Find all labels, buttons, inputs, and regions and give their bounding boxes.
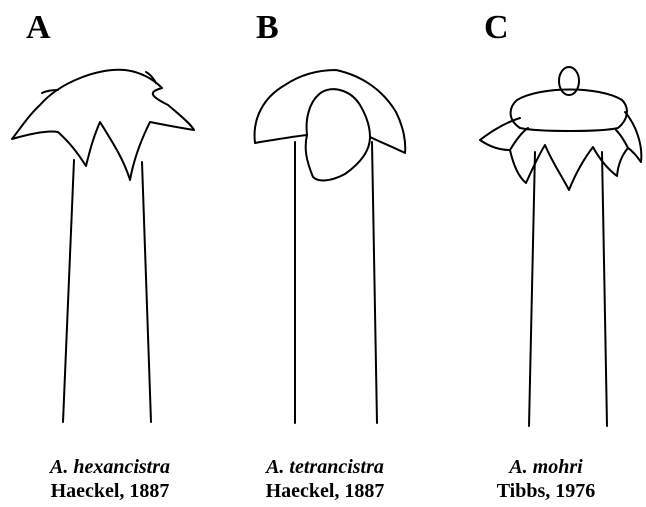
spine-c-shaft-left: [529, 152, 535, 426]
spine-c-tooth-divider-1: [510, 128, 528, 150]
species-authority-b: Haeckel, 1887: [235, 479, 415, 503]
spine-c-tooth-divider-2: [616, 130, 628, 148]
species-name-a: A. hexancistra: [20, 455, 200, 479]
spine-b-shaft-right: [372, 142, 377, 423]
spine-a-head: [12, 70, 194, 180]
panel-label-a: A: [26, 8, 51, 48]
spine-c-drawing: [480, 67, 641, 426]
panel-label-c: C: [484, 8, 509, 48]
spine-c-shaft-right: [602, 152, 607, 426]
spine-a-drawing: [12, 70, 194, 422]
caption-b: A. tetrancistra Haeckel, 1887: [235, 455, 415, 503]
species-name-c: A. mohri: [456, 455, 636, 479]
spine-c-cap-oval: [559, 67, 579, 95]
species-authority-c: Tibbs, 1976: [456, 479, 636, 503]
species-name-b: A. tetrancistra: [235, 455, 415, 479]
panel-label-b: B: [256, 8, 279, 48]
spine-b-drawing: [255, 70, 406, 423]
spine-b-inner-tooth: [307, 89, 370, 137]
spine-a-shaft-left: [63, 160, 74, 422]
spine-c-teeth: [480, 112, 641, 190]
species-authority-a: Haeckel, 1887: [20, 479, 200, 503]
caption-a: A. hexancistra Haeckel, 1887: [20, 455, 200, 503]
spine-b-head: [255, 70, 406, 180]
spine-a-shaft-right: [142, 162, 151, 422]
caption-c: A. mohri Tibbs, 1976: [456, 455, 636, 503]
